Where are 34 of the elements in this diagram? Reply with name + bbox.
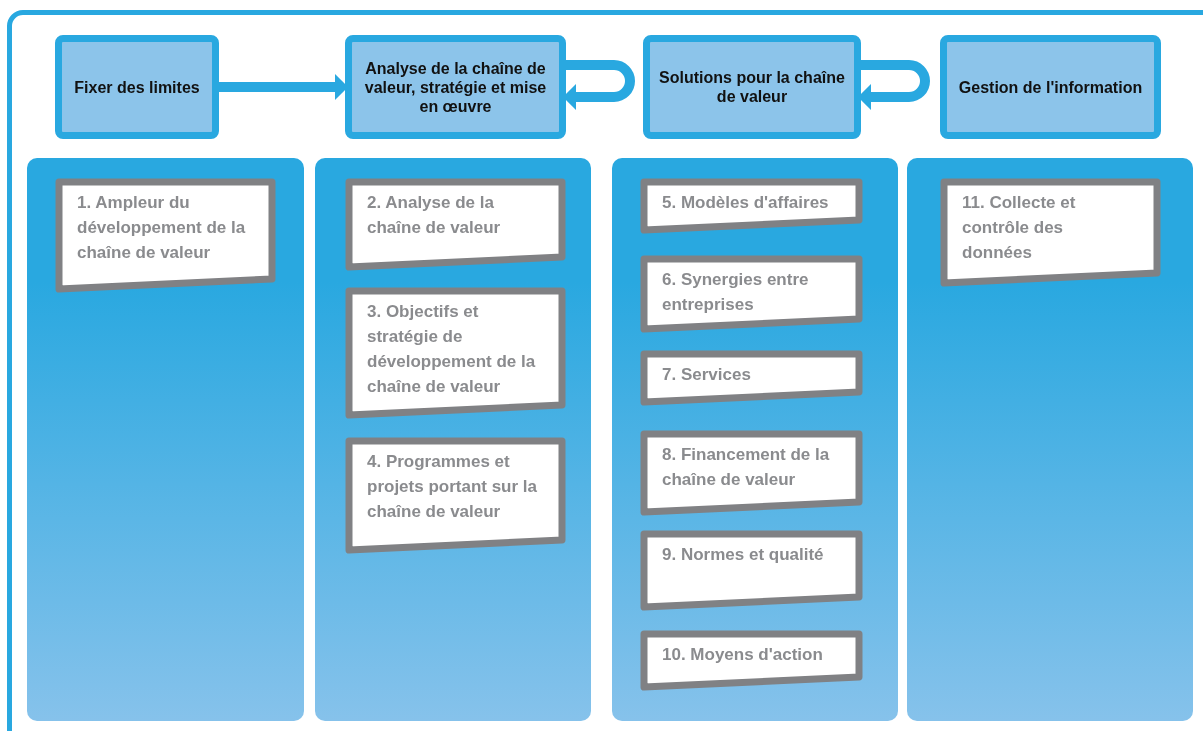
column-panel [612,158,898,721]
column-panel [27,158,304,721]
step-card [345,178,566,271]
step-title: 10. Moyens d'action [661,644,824,666]
column-panel [907,158,1193,721]
step-title: 7. Services [661,364,752,386]
step-card [640,530,863,611]
column-panel [315,158,591,721]
step-card [640,430,863,516]
step-title: 11. Collecte et contrôle des données [961,192,1077,264]
step-title: 8. Financement de la chaîne de valeur [661,444,831,491]
step-title: 9. Normes et qualité [661,544,825,566]
phase-title: Solutions pour la chaîne de valeur [658,68,846,106]
step-title: 3. Objectifs et stratégie de développement de la chaîne de valeur [366,301,537,398]
step-card [345,437,566,554]
step-card [640,350,863,406]
phase-box [345,35,566,139]
phase-title: Gestion de l'information [957,77,1144,97]
phase-box [643,35,861,139]
phase-box [55,35,219,139]
step-card [640,178,863,234]
step-card [940,178,1161,287]
step-title: 6. Synergies entre entreprises [661,269,810,316]
phase-box [940,35,1161,139]
step-title: 1. Ampleur du développement de la chaîne de valeur [76,192,247,264]
step-title: 4. Programmes et projets portant sur la chaîne de valeur [366,451,539,523]
step-title: 2. Analyse de la chaîne de valeur [366,192,502,239]
step-title: 5. Modèles d'affaires [661,192,830,214]
phase-title: Analyse de la chaîne de valeur, stratégie et mise en œuvre [363,58,548,116]
phase-title: Fixer des limites [73,77,201,97]
step-card [55,178,276,293]
step-card [640,630,863,691]
step-card [345,287,566,419]
step-card [640,255,863,333]
